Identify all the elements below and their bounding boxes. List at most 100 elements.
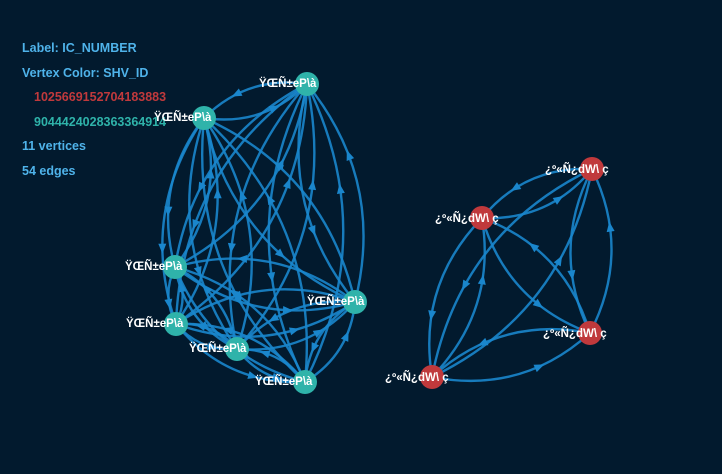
edge-arrowhead (477, 274, 486, 285)
edge-arrowhead (158, 243, 167, 254)
edge-arrowhead (282, 178, 291, 189)
graph-edge (175, 83, 309, 325)
edge-arrowhead (213, 188, 222, 199)
graph-vertex[interactable] (470, 206, 494, 230)
graph-edge (173, 266, 306, 384)
edge-arrowhead (533, 364, 545, 373)
edge-arrowhead (312, 329, 324, 338)
graph-edge (175, 288, 356, 326)
graph-vertex[interactable] (580, 157, 604, 181)
graph-vertex[interactable] (225, 337, 249, 361)
edge-arrowhead (461, 279, 471, 291)
legend-item-red: 1025669152704183883 (34, 90, 167, 105)
graph-edge (188, 117, 238, 350)
graph-edge (203, 117, 253, 350)
vertex-label: ŸŒÑ±eP\à (154, 111, 212, 124)
edge-arrowhead (268, 313, 280, 322)
edge-arrowhead (274, 248, 285, 259)
graph-vertex[interactable] (164, 312, 188, 336)
edge-arrowhead (206, 168, 215, 179)
edge-arrowhead (532, 298, 544, 309)
graph-vertex[interactable] (578, 321, 602, 345)
graph-vertex[interactable] (293, 370, 317, 394)
graph-edge (431, 327, 591, 378)
edge-arrowhead (340, 331, 349, 342)
edge-arrowhead (510, 182, 522, 192)
vertex-label: ŸŒÑ±eP\à (255, 375, 313, 388)
graph-edge (173, 82, 308, 268)
graph-edge (267, 83, 309, 383)
graph-vertex[interactable] (420, 365, 444, 389)
edge-arrowhead (308, 179, 317, 191)
graph-edge (228, 83, 308, 350)
graph-edge (303, 83, 345, 383)
edge-arrowhead (247, 371, 259, 379)
edge-arrowhead (275, 158, 284, 170)
graph-edge (430, 167, 593, 378)
graph-edge (303, 300, 356, 383)
graph-edge (428, 217, 483, 378)
edge-arrowhead (606, 221, 615, 233)
edge-arrowhead (346, 150, 355, 161)
edge-arrowhead (206, 342, 218, 350)
edge-arrowhead (288, 327, 300, 336)
node-layer (163, 72, 604, 394)
graph-edge (431, 217, 486, 378)
edge-arrowhead (528, 242, 540, 253)
graph-edge (431, 168, 594, 379)
graph-info-panel: Label: IC_NUMBER Vertex Color: SHV_ID 10… (22, 36, 166, 184)
graph-vertex[interactable] (295, 72, 319, 96)
graph-edge (203, 117, 309, 383)
edge-arrowhead (259, 350, 271, 359)
edge-arrowhead (164, 298, 173, 310)
vertex-label: ŸŒÑ±eP\à (259, 77, 317, 90)
graph-edge (480, 217, 591, 335)
graph-edge (175, 323, 306, 384)
edge-arrowhead (336, 183, 345, 195)
label-field-text: Label: IC_NUMBER (22, 41, 137, 55)
edge-arrowhead (271, 372, 283, 381)
edge-layer (158, 81, 615, 384)
graph-edge (175, 300, 356, 338)
edge-arrowhead (307, 225, 316, 236)
edge-arrowhead (267, 271, 276, 283)
edge-arrowhead (231, 88, 243, 97)
vertex-count-text: 11 vertices (22, 139, 86, 154)
node-label-layer: ŸŒÑ±eP\àŸŒÑ±eP\àŸŒÑ±eP\àŸŒÑ±eP… (125, 77, 609, 388)
edge-arrowhead (552, 195, 564, 205)
graph-vertex[interactable] (343, 290, 367, 314)
graph-edge (481, 167, 593, 219)
edge-arrowhead (231, 290, 243, 299)
graph-edge (481, 216, 592, 334)
edge-arrowhead (222, 327, 234, 335)
vertex-label: ¿º«Ñ¿dW\ ç (435, 212, 499, 225)
graph-edge (174, 266, 356, 312)
graph-vertex[interactable] (192, 106, 216, 130)
graph-edge (431, 332, 591, 383)
vertex-label: ŸŒÑ±eP\à (126, 317, 184, 330)
vertex-label: ŸŒÑ±eP\à (125, 260, 183, 273)
edge-arrowhead (229, 289, 240, 299)
graph-edge (203, 81, 308, 119)
graph-edge (174, 257, 356, 303)
edge-arrowhead (428, 310, 437, 321)
edge-count-text: 54 edges (22, 163, 76, 178)
edge-arrowhead (198, 181, 207, 193)
graph-edge (236, 83, 316, 350)
graph-edge (569, 168, 594, 334)
vertex-color-field-text: Vertex Color: SHV_ID (22, 65, 149, 80)
graph-edge (297, 83, 356, 303)
edge-arrowhead (202, 285, 213, 296)
edge-arrowhead (227, 242, 236, 254)
graph-edge (306, 83, 365, 303)
vertex-label: ŸŒÑ±eP\à (189, 342, 247, 355)
edge-arrowhead (553, 255, 563, 267)
edge-arrowhead (477, 337, 489, 346)
graph-vertex[interactable] (163, 255, 187, 279)
vertex-label: ¿º«Ñ¿dW\ ç (385, 371, 449, 384)
edge-arrowhead (236, 254, 248, 263)
graph-edge (174, 265, 307, 383)
edge-arrowhead (311, 342, 320, 353)
edge-arrowhead (192, 219, 201, 230)
